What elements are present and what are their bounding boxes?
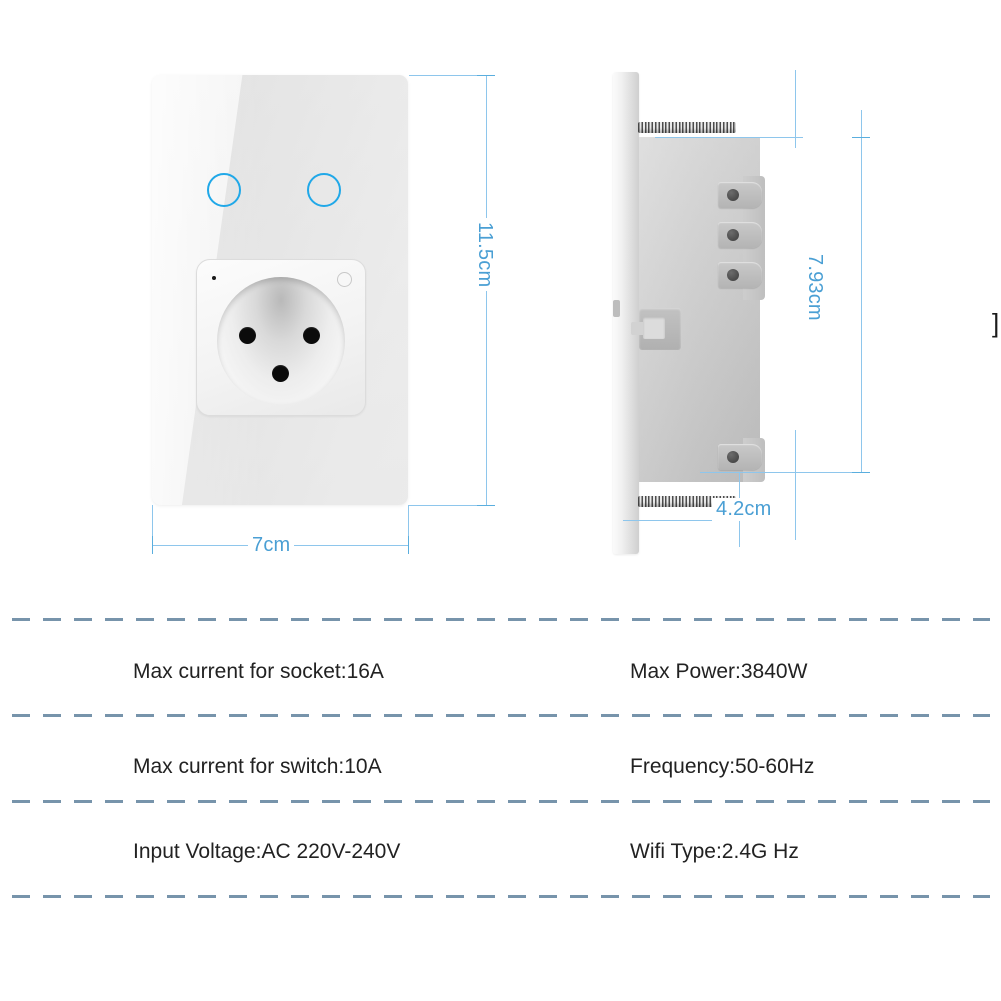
dim-cap-body-height-top xyxy=(852,137,870,138)
spec-wifi-type: Wifi Type:2.4G Hz xyxy=(630,840,799,863)
dim-label-front-width: 7cm xyxy=(248,534,295,557)
dim-cap-front-height-bottom xyxy=(477,505,495,506)
side-view-product-image xyxy=(613,72,793,554)
socket-pin-hole-left xyxy=(239,326,256,344)
spec-divider-1 xyxy=(12,714,990,717)
touch-button-2[interactable] xyxy=(307,173,341,207)
reset-hole-icon xyxy=(337,272,352,287)
dim-line-body-height xyxy=(861,110,862,472)
cropped-edge-glyph: ] xyxy=(992,308,1000,338)
mounting-screw-bottom-icon xyxy=(638,496,736,507)
terminal-screw-3 xyxy=(718,262,762,288)
dim-cap-front-height-top xyxy=(477,75,495,76)
dim-ext-body-vert-top xyxy=(795,70,796,148)
screw-head-icon xyxy=(727,229,739,241)
terminal-screw-1 xyxy=(718,182,762,208)
screw-head-icon xyxy=(727,269,739,281)
spec-max-current-socket: Max current for socket:16A xyxy=(133,660,384,683)
spec-input-voltage: Input Voltage:AC 220V-240V xyxy=(133,840,401,863)
terminal-screw-4 xyxy=(718,444,762,470)
screw-head-icon xyxy=(727,189,739,201)
dim-label-body-height: 7.93cm xyxy=(803,250,826,325)
mounting-clip-inner xyxy=(643,317,665,339)
dim-ext-front-left xyxy=(152,505,153,550)
socket-recess xyxy=(217,276,345,405)
side-glass-panel xyxy=(613,72,639,554)
dim-ext-front-bottom xyxy=(409,505,487,506)
dim-cap-front-width-left xyxy=(152,536,153,554)
socket-pin-hole-earth xyxy=(272,364,289,382)
screw-head-icon xyxy=(727,451,739,463)
mounting-clip-tab xyxy=(631,322,643,335)
dim-line-body-depth xyxy=(623,520,739,521)
socket-pin-hole-right xyxy=(303,326,320,344)
mounting-clip xyxy=(631,308,681,350)
touch-button-1[interactable] xyxy=(207,173,241,207)
dim-ext-body-top xyxy=(655,137,803,138)
spec-divider-top xyxy=(12,618,990,621)
led-indicator-dot xyxy=(212,276,216,280)
spec-divider-bottom xyxy=(12,895,990,898)
glass-panel xyxy=(152,75,408,505)
socket-module xyxy=(196,259,366,416)
terminal-screw-2 xyxy=(718,222,762,248)
dim-ext-depth-outer xyxy=(795,430,796,540)
front-view-product-image xyxy=(152,75,408,505)
side-panel-notch xyxy=(613,300,620,317)
dim-cap-body-height-bottom xyxy=(852,472,870,473)
spec-frequency: Frequency:50-60Hz xyxy=(630,755,815,778)
mounting-screw-top-icon xyxy=(638,122,736,133)
dim-ext-front-top xyxy=(409,75,487,76)
spec-max-power: Max Power:3840W xyxy=(630,660,808,683)
dim-ext-body-bottom xyxy=(700,472,865,473)
dim-ext-front-right xyxy=(408,505,409,550)
dim-label-front-height: 11.5cm xyxy=(473,218,496,292)
spec-divider-2 xyxy=(12,800,990,803)
dim-cap-front-width-right xyxy=(408,536,409,554)
spec-max-current-switch: Max current for switch:10A xyxy=(133,755,382,778)
dim-label-body-depth: 4.2cm xyxy=(712,498,776,521)
